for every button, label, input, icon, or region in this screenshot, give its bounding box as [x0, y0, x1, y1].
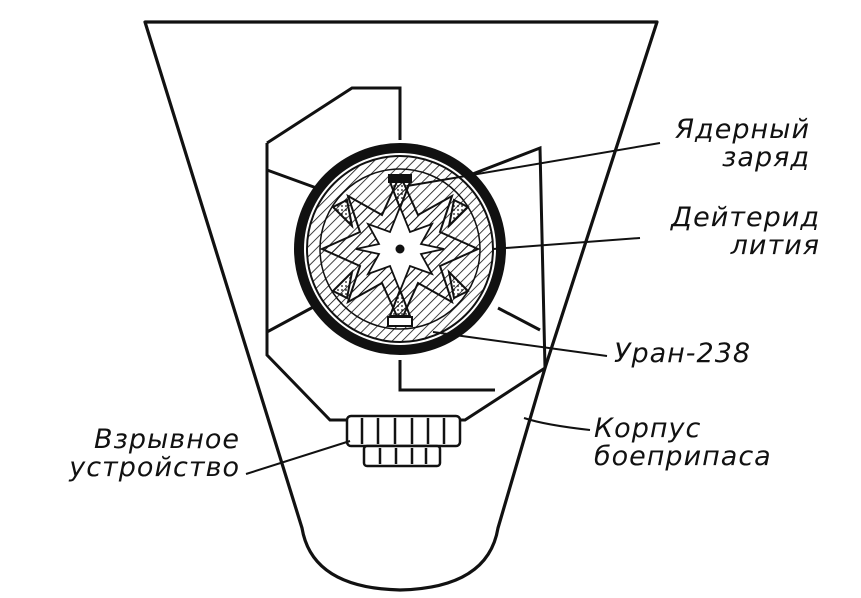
leader-uranium: [432, 331, 608, 357]
label-lithium-deuteride: Дейтерид лития: [671, 202, 820, 261]
leader-casing: [523, 417, 591, 431]
label-detonator: Взрывное устройство: [69, 424, 240, 483]
leader-lithium-deuteride: [492, 237, 641, 250]
label-munition-casing: Корпус боеприпаса: [594, 413, 772, 472]
munition-casing: [143, 20, 659, 592]
label-nuclear-charge: Ядерный заряд: [675, 114, 810, 173]
nuclear-core: [319, 172, 481, 327]
leader-nuclear-charge: [406, 142, 661, 187]
detonator-device: [345, 414, 462, 468]
support-frame: [265, 86, 547, 422]
leader-detonator: [245, 440, 351, 475]
label-uranium-238: Уран-238: [614, 338, 752, 369]
